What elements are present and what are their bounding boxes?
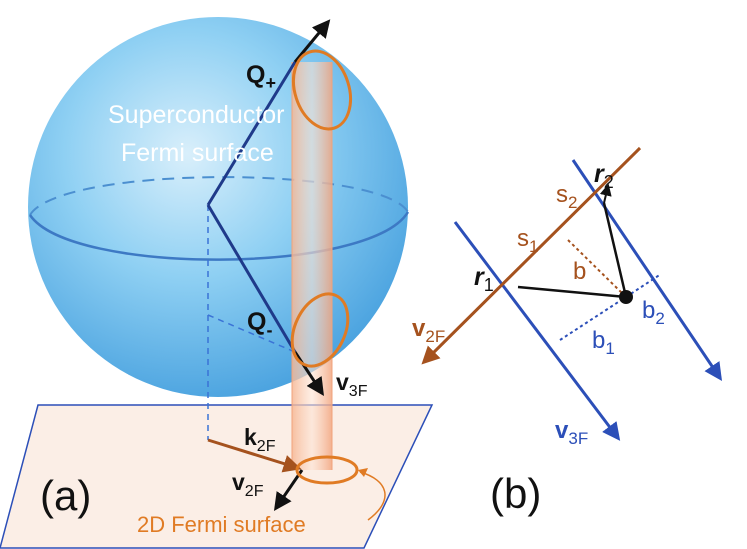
- r2-label: r2: [594, 160, 614, 192]
- k2f-label: k2F: [244, 424, 276, 455]
- fermi-ring-bottom: [295, 455, 359, 485]
- velocity-arrow-v3f: [293, 351, 324, 397]
- v2f-label-a: v2F: [232, 469, 264, 500]
- v3f-label-a: v3F: [336, 369, 368, 400]
- b-segment: [567, 239, 627, 298]
- b-label: b: [573, 258, 586, 285]
- b2-label: b2: [642, 297, 665, 328]
- velocity-arrow-top: [293, 19, 331, 63]
- q-plus-label: Q+: [246, 61, 276, 93]
- b1-label: b1: [592, 327, 615, 358]
- v2f-label-b: v2F: [412, 315, 445, 346]
- fermi-sphere: [28, 17, 408, 397]
- r2-arrow: [599, 183, 612, 204]
- v3f-line-right: [571, 159, 723, 381]
- scattering-point: [619, 290, 633, 304]
- r1-label: r1: [474, 263, 494, 295]
- sphere-title-line1: Superconductor: [108, 101, 285, 129]
- r2-to-point: [602, 202, 628, 298]
- q-minus-vector: [206, 204, 297, 353]
- q-plus-vector: [206, 61, 297, 206]
- s2-label: s2: [556, 181, 577, 212]
- fermi-ring-top: [292, 49, 352, 131]
- q-minus-label: Q-: [247, 308, 272, 340]
- s1-label: s1: [517, 225, 538, 256]
- plane-label-pointer: [359, 471, 386, 521]
- v3f-label-b: v3F: [555, 417, 588, 448]
- plane-label: 2D Fermi surface: [137, 512, 306, 537]
- panel-a-label: (a): [40, 472, 91, 519]
- k2f-vector: [207, 438, 302, 473]
- b1-segment: [559, 296, 627, 341]
- fermi-ring-middle: [290, 292, 350, 368]
- sphere-title-line2: Fermi surface: [121, 139, 274, 167]
- v2f-arrow: [273, 469, 304, 511]
- r1-to-point: [517, 285, 627, 299]
- v3f-line-left: [453, 221, 621, 441]
- projection-line: [207, 314, 296, 353]
- panel-b-label: (b): [490, 470, 541, 517]
- sphere-equator-front: [28, 211, 410, 261]
- sphere-equator-back: [29, 176, 409, 216]
